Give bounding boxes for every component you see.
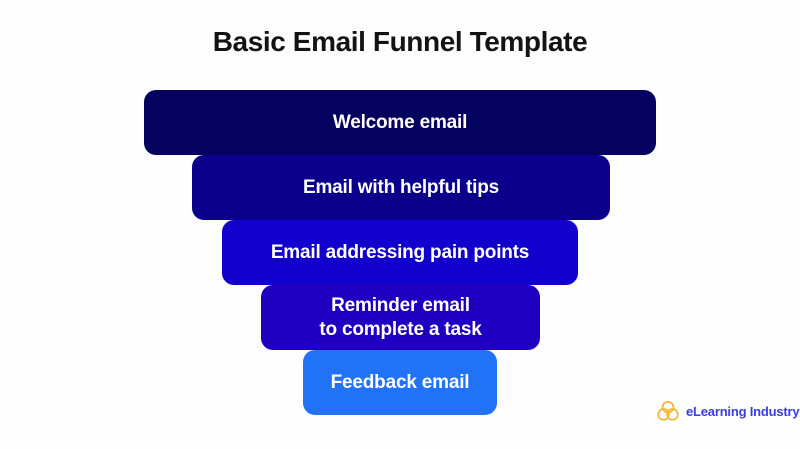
brand-logo[interactable]: eLearning Industry	[655, 398, 800, 424]
funnel-stage-row: Reminder email to complete a task	[0, 285, 800, 350]
funnel-stage-row: Feedback email	[0, 350, 800, 415]
page-title: Basic Email Funnel Template	[212, 26, 588, 57]
funnel-stage-2[interactable]: Email with helpful tips	[192, 155, 610, 220]
brand-logo-text: eLearning Industry	[686, 403, 800, 419]
funnel-stage-3-label: Email addressing pain points	[270, 241, 530, 263]
funnel-stage-5-label: Feedback email	[330, 371, 470, 393]
funnel-stage-row: Email with helpful tips	[0, 155, 800, 220]
funnel-stage-row: Welcome email	[0, 90, 800, 155]
trefoil-circles-icon	[655, 398, 681, 424]
funnel-chart: Welcome email Email with helpful tips Em…	[0, 90, 800, 415]
funnel-stage-4-label-line1: Reminder email	[331, 295, 470, 317]
funnel-stage-1-label: Welcome email	[332, 111, 468, 133]
funnel-stage-4-label: Reminder email to complete a task	[319, 294, 481, 340]
funnel-stage-3[interactable]: Email addressing pain points	[222, 220, 578, 285]
funnel-stage-4[interactable]: Reminder email to complete a task	[261, 285, 540, 350]
funnel-stage-row: Email addressing pain points	[0, 220, 800, 285]
funnel-stage-5[interactable]: Feedback email	[303, 350, 497, 415]
funnel-stage-1[interactable]: Welcome email	[144, 90, 656, 155]
funnel-stage-4-label-line2: to complete a task	[319, 318, 482, 340]
funnel-stage-2-label: Email with helpful tips	[303, 176, 499, 198]
